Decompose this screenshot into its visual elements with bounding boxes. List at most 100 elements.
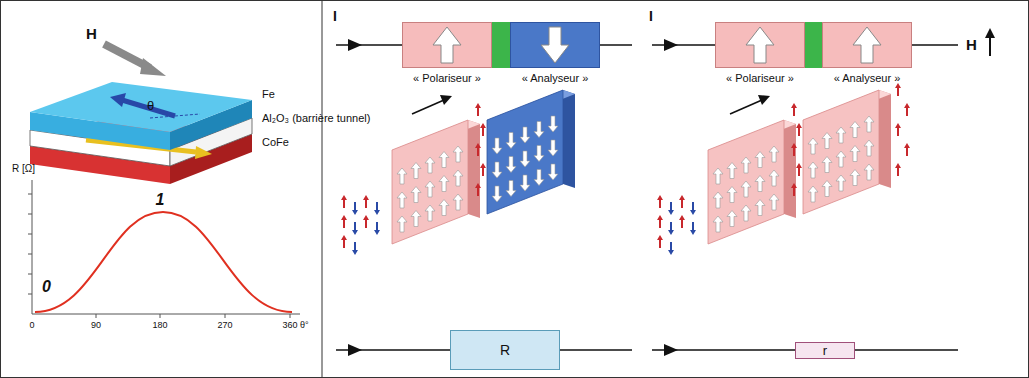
current-arrowhead: [348, 39, 678, 356]
magnetization-arrow: [741, 205, 751, 221]
resistor-box: r: [795, 342, 855, 359]
magnetization-arrow: [534, 146, 544, 162]
magnetization-arrow: [425, 181, 435, 197]
analyzer-box: « Analyseur »: [822, 22, 912, 68]
magnetization-arrow: [439, 176, 449, 192]
magnetization-arrow: [492, 138, 502, 154]
magnetization-arrow: [836, 151, 846, 167]
electron-spins: [341, 83, 910, 255]
magnetization-arrow: [716, 23, 804, 67]
polarizer-box: « Polariseur »: [402, 22, 492, 68]
current-arrow: [412, 95, 770, 114]
spin-arrow: [897, 167, 899, 176]
spin-arrowhead: [668, 250, 674, 255]
spin-arrowhead: [352, 230, 358, 235]
magnetization-arrow: [853, 27, 881, 63]
magnetization-arrow: [411, 211, 421, 227]
slab-side: [784, 120, 796, 218]
magnetization-arrow: [808, 162, 818, 178]
magnetization-arrow: [727, 163, 737, 179]
spin-arrowhead: [475, 103, 481, 108]
magnetization-arrow: [769, 170, 779, 186]
magnetization-arrow: [850, 170, 860, 186]
magnetization-arrow: [755, 152, 765, 168]
magnetization-arrow: [864, 140, 874, 156]
spin-arrowhead: [791, 103, 797, 108]
spin-arrow: [681, 199, 683, 208]
element-caption: « Polariseur »: [413, 72, 481, 84]
state-label: 1: [156, 191, 165, 209]
magnetization-arrow: [492, 186, 502, 202]
spin-arrow: [477, 147, 479, 156]
spin-arrow: [659, 219, 661, 228]
box-shape: R: [450, 330, 560, 370]
field-label: H: [86, 26, 97, 43]
spin-arrowhead: [374, 230, 380, 235]
tick-label: 90: [91, 321, 101, 331]
spin-arrow: [692, 202, 694, 211]
spin-arrow: [343, 239, 345, 248]
polarizer-box: « Polariseur »: [715, 22, 805, 68]
magnetization-arrow: [439, 152, 449, 168]
magnetization-arrow: [864, 116, 874, 132]
spin-arrow: [354, 242, 356, 251]
slab-front: [708, 120, 784, 244]
spin-arrowhead: [796, 163, 802, 168]
magnetization-arrow: [727, 211, 737, 227]
magnetization-arrow: [433, 27, 461, 63]
spin-arrow: [354, 222, 356, 231]
magnetization-arrow: [439, 200, 449, 216]
spin-arrowhead: [690, 210, 696, 215]
state-label: 0: [42, 278, 51, 296]
current-label: I: [333, 9, 337, 24]
magnetization-arrow: [836, 127, 846, 143]
tick-label: 180: [152, 321, 167, 331]
tick-label: 360: [282, 321, 297, 331]
spin-arrowhead: [895, 123, 901, 128]
layer-name: CoFe: [262, 136, 289, 148]
magnetization-arrow: [541, 27, 569, 63]
spin-arrowhead: [904, 143, 910, 148]
spin-arrow: [906, 107, 908, 116]
spin-arrowhead: [352, 210, 358, 215]
spin-filter-illustration: [392, 90, 891, 244]
slab-front: [487, 90, 563, 214]
spin-arrowhead: [668, 230, 674, 235]
magnetization-arrow: [425, 205, 435, 221]
slab-side: [879, 90, 891, 188]
magnetization-arrow: [403, 23, 491, 67]
spin-arrow: [354, 202, 356, 211]
magnetization-arrow: [808, 138, 818, 154]
spin-arrowhead: [904, 103, 910, 108]
magnetization-arrow: [506, 133, 516, 149]
resistance-symbol: r: [823, 343, 827, 358]
box-content: r: [796, 343, 854, 358]
magnetization-arrow: [850, 122, 860, 138]
spin-arrowhead: [480, 123, 486, 128]
element-caption: « Analyseur »: [522, 72, 589, 84]
magnetization-arrow: [397, 168, 407, 184]
spin-arrow: [659, 199, 661, 208]
spin-arrowhead: [480, 163, 486, 168]
box-shape: [402, 22, 492, 68]
magnetization-arrow: [548, 116, 558, 132]
field-arrow: [985, 28, 995, 56]
magnetization-arrow: [411, 163, 421, 179]
spin-arrow: [343, 199, 345, 208]
spin-arrow: [906, 147, 908, 156]
spin-arrowhead: [475, 143, 481, 148]
magnetization-arrow: [755, 200, 765, 216]
spin-arrow: [376, 202, 378, 211]
magnetization-arrow: [822, 157, 832, 173]
layer-stack: [30, 82, 252, 184]
element-caption: « Polariseur »: [726, 72, 794, 84]
tunnel-barrier: [805, 22, 822, 68]
spin-arrow: [681, 219, 683, 228]
resistance-chart: [28, 180, 300, 318]
slab-side: [468, 120, 480, 218]
spin-arrowhead: [657, 235, 663, 240]
spin-arrowhead: [363, 215, 369, 220]
spin-arrowhead: [657, 195, 663, 200]
spin-arrow: [798, 127, 800, 136]
